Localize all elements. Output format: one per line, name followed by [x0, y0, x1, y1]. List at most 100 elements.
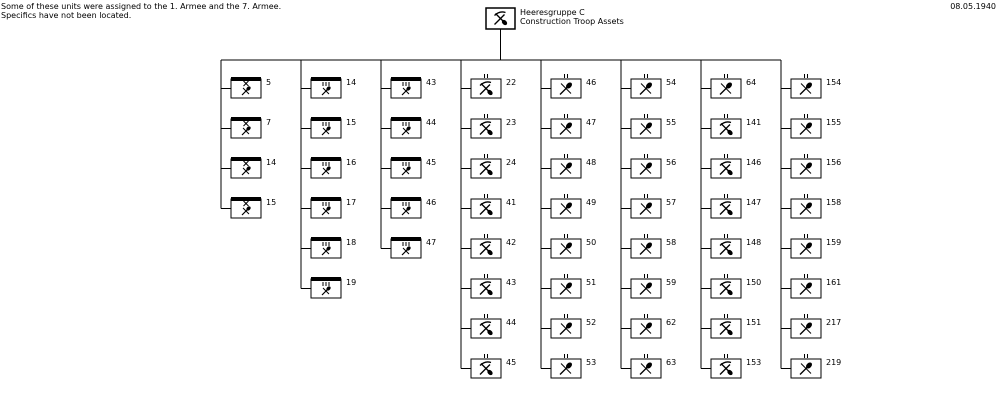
shovel-icon	[799, 122, 813, 135]
echelon-mark	[724, 154, 728, 158]
unit-symbol: 41	[461, 194, 516, 219]
unit-symbol: 141	[701, 114, 761, 139]
echelon-mark	[484, 274, 488, 278]
echelon-mark	[322, 202, 330, 206]
echelon-mark	[804, 274, 808, 278]
unit-number: 23	[506, 118, 516, 127]
shovel-icon	[799, 322, 813, 335]
unit-number: 22	[506, 78, 516, 87]
unit-number: 50	[586, 238, 596, 247]
unit-symbol: 56	[621, 154, 676, 179]
shovel-icon	[639, 322, 653, 335]
staff-bar	[231, 157, 261, 161]
unit-symbol: 46	[541, 74, 596, 99]
staff-bar	[391, 197, 421, 201]
pick-shovel-icon	[719, 161, 733, 176]
shovel-icon	[799, 82, 813, 95]
unit-number: 45	[426, 158, 436, 167]
shovel-icon	[559, 122, 573, 135]
unit-number: 45	[506, 358, 516, 367]
echelon-mark	[484, 154, 488, 158]
echelon-mark	[243, 160, 249, 167]
unit-symbol: 47	[541, 114, 596, 139]
unit-symbol: 153	[701, 354, 761, 379]
echelon-mark	[724, 194, 728, 198]
echelon-mark	[243, 120, 249, 127]
pick-shovel-icon	[719, 241, 733, 256]
echelon-mark	[724, 274, 728, 278]
unit-number: 150	[746, 278, 761, 287]
unit-symbol: 151	[701, 314, 761, 339]
pick-shovel-icon	[479, 281, 493, 296]
root-subtitle: Construction Troop Assets	[520, 17, 624, 26]
unit-symbol: 158	[781, 194, 841, 219]
echelon-mark	[322, 242, 330, 246]
staff-bar	[391, 77, 421, 81]
shovel-icon	[639, 242, 653, 255]
shovel-icon	[639, 122, 653, 135]
pick-shovel-icon	[719, 361, 733, 376]
echelon-mark	[484, 194, 488, 198]
echelon-mark	[402, 202, 410, 206]
echelon-mark	[322, 82, 330, 86]
shovel-icon	[321, 286, 331, 296]
unit-symbol: 44	[381, 117, 436, 139]
echelon-mark	[724, 74, 728, 78]
shovel-icon	[321, 86, 331, 96]
unit-number: 19	[346, 278, 356, 287]
header-note: Some of these units were assigned to the…	[1, 2, 281, 20]
echelon-mark	[484, 114, 488, 118]
staff-bar	[311, 197, 341, 201]
echelon-mark	[564, 74, 568, 78]
unit-symbol: 43	[381, 77, 436, 99]
echelon-mark	[484, 234, 488, 238]
pick-shovel-icon	[479, 121, 493, 136]
unit-symbol: 50	[541, 234, 596, 259]
unit-symbol: 5	[221, 77, 271, 99]
shovel-icon	[401, 166, 411, 176]
shovel-icon	[559, 362, 573, 375]
unit-symbol: 51	[541, 274, 596, 299]
note-line-1: Some of these units were assigned to the…	[1, 2, 282, 11]
unit-number: 217	[826, 318, 841, 327]
shovel-icon	[241, 166, 251, 176]
unit-symbol: 150	[701, 274, 761, 299]
unit-number: 43	[506, 278, 516, 287]
unit-number: 161	[826, 278, 841, 287]
unit-number: 52	[586, 318, 596, 327]
pick-shovel-icon	[494, 11, 508, 26]
echelon-mark	[644, 74, 648, 78]
echelon-mark	[402, 162, 410, 166]
pick-shovel-icon	[479, 321, 493, 336]
unit-number: 56	[666, 158, 676, 167]
unit-symbol: 17	[301, 197, 356, 219]
shovel-icon	[799, 282, 813, 295]
unit-symbol: 54	[621, 74, 676, 99]
echelon-mark	[644, 194, 648, 198]
root-title: Heeresgruppe C	[520, 8, 585, 17]
shovel-icon	[559, 82, 573, 95]
echelon-mark	[804, 194, 808, 198]
unit-symbol: 217	[781, 314, 841, 339]
unit-number: 59	[666, 278, 676, 287]
echelon-mark	[484, 354, 488, 358]
staff-bar	[311, 157, 341, 161]
unit-symbol: 43	[461, 274, 516, 299]
pick-shovel-icon	[719, 121, 733, 136]
shovel-icon	[639, 282, 653, 295]
unit-number: 46	[586, 78, 596, 87]
echelon-mark	[804, 114, 808, 118]
unit-number: 48	[586, 158, 596, 167]
unit-symbol: 19	[301, 277, 356, 299]
unit-symbol: 22	[461, 74, 516, 99]
staff-bar	[311, 77, 341, 81]
unit-number: 53	[586, 358, 596, 367]
unit-number: 158	[826, 198, 841, 207]
pick-shovel-icon	[719, 321, 733, 336]
unit-number: 44	[506, 318, 516, 327]
shovel-icon	[559, 322, 573, 335]
staff-bar	[311, 237, 341, 241]
unit-number: 54	[666, 78, 676, 87]
shovel-icon	[401, 86, 411, 96]
